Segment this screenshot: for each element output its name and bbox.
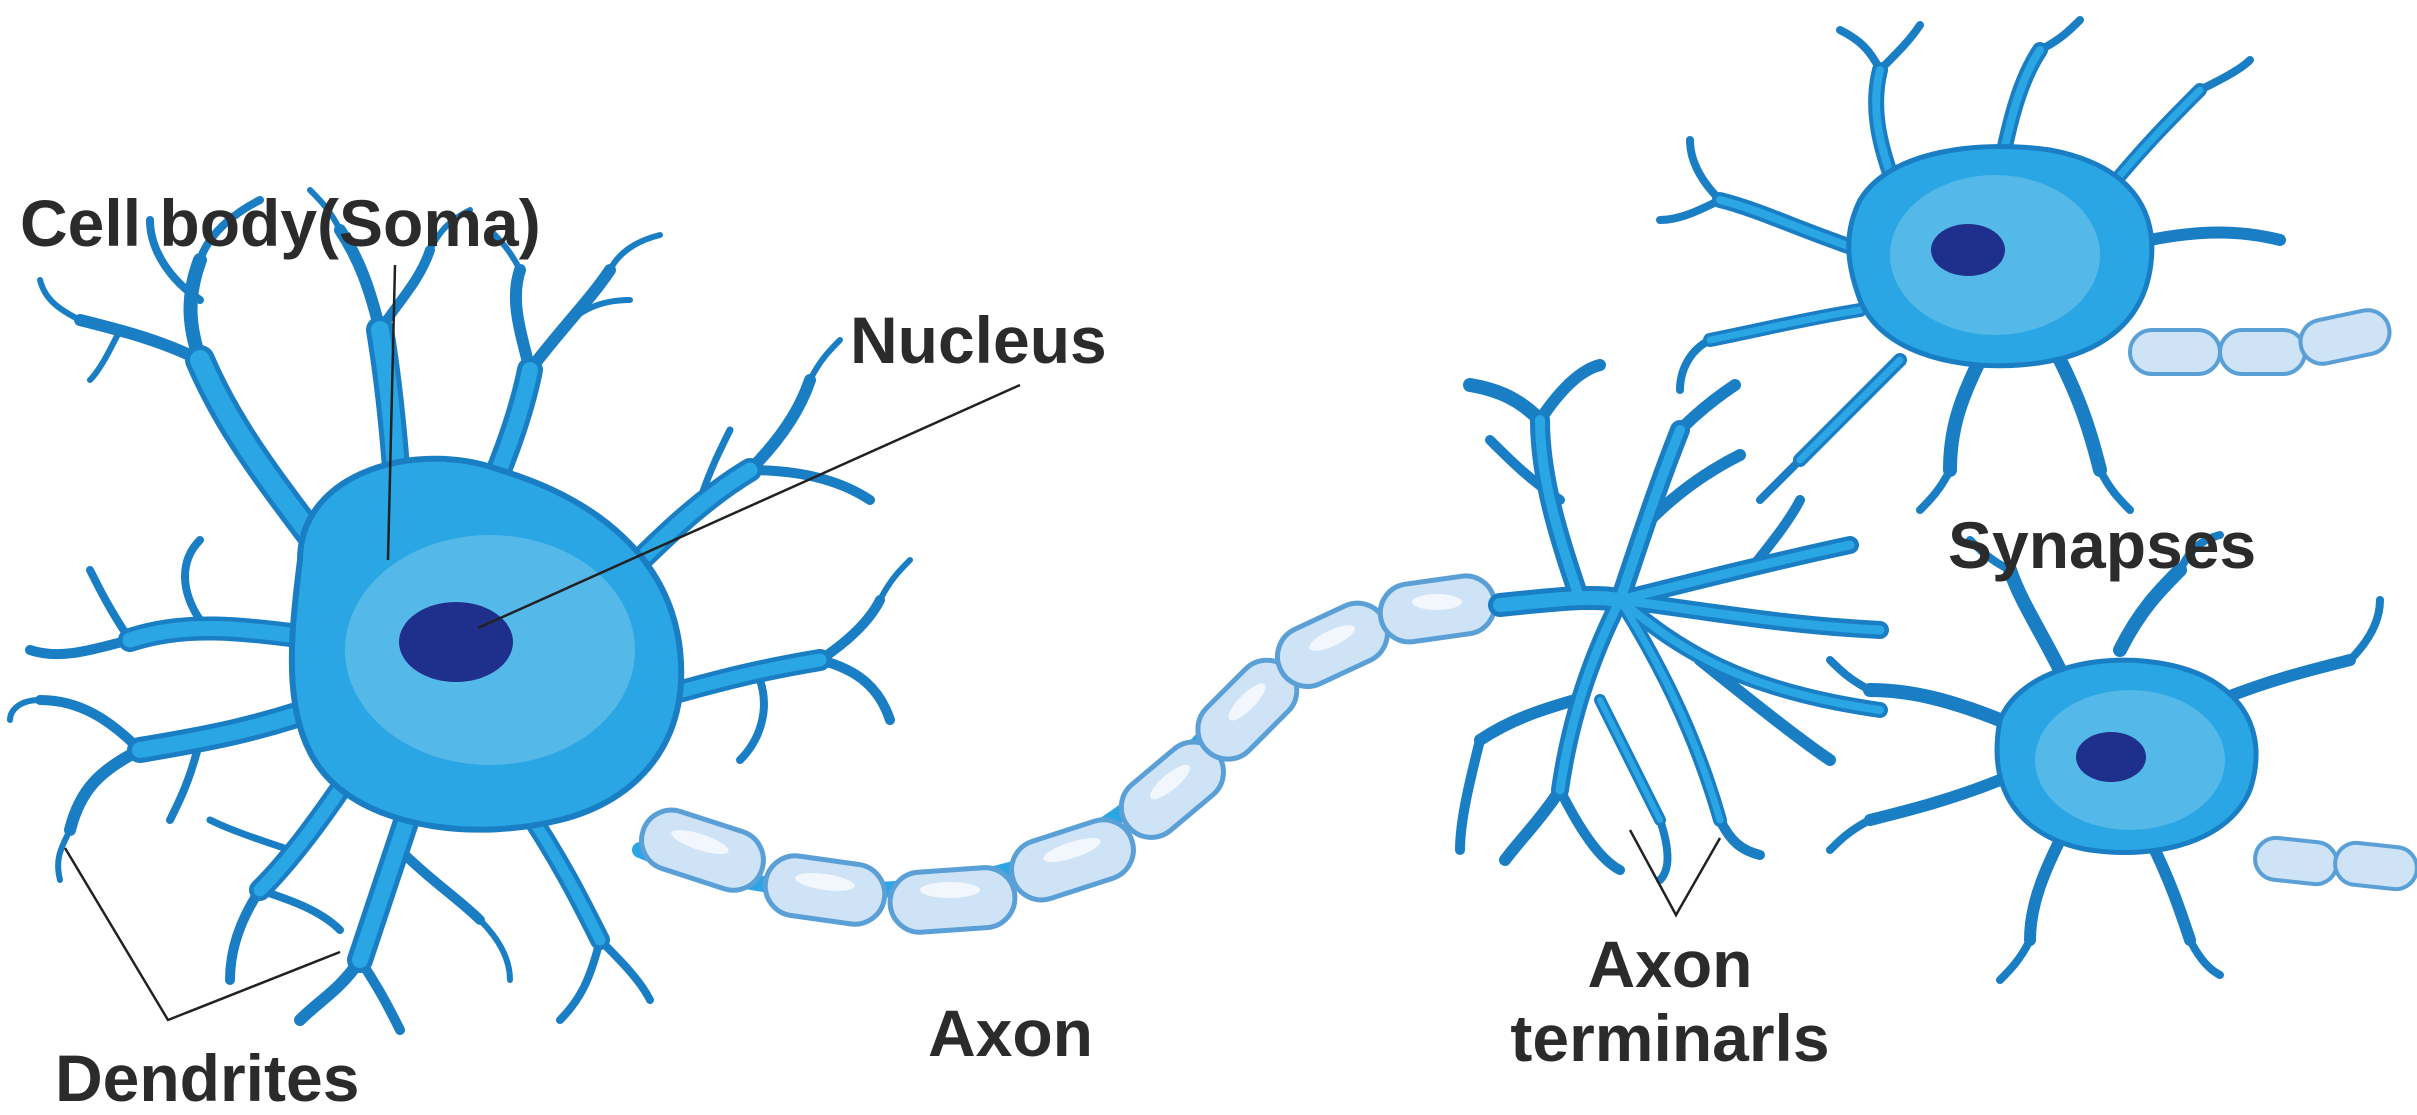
myelin-segment — [2218, 328, 2307, 376]
upper-nucleus — [1931, 224, 2005, 276]
main-nucleus — [399, 602, 513, 682]
lower-axon-myelin — [2253, 835, 2417, 892]
synapses-label: Synapses — [1948, 508, 2257, 582]
upper-axon-myelin — [2128, 308, 2392, 376]
myelin-segment — [2253, 835, 2339, 887]
axon-terminals-label-line1: Axon — [1587, 927, 1753, 1001]
axon-terminals-fill — [1493, 415, 1885, 824]
axon-label: Axon — [928, 996, 1093, 1070]
cell-body-leader — [386, 264, 397, 561]
myelin-sheaths — [639, 573, 1498, 935]
axon-terminals-leader — [1628, 829, 1722, 918]
myelin-segment — [2128, 328, 2222, 376]
myelin-segment — [1009, 817, 1136, 903]
myelin-segment — [887, 865, 1018, 935]
myelin-segment — [2298, 308, 2392, 366]
dendrites-label: Dendrites — [55, 1041, 360, 1115]
cell-body-label: Cell body(Soma) — [20, 186, 541, 260]
upper-target-neuron-fill — [1706, 46, 2204, 464]
myelin-segment — [2333, 840, 2417, 892]
dendrites-leader — [63, 847, 341, 1022]
myelin-highlights — [671, 594, 1462, 898]
lower-nucleus — [2076, 732, 2146, 782]
nucleus-label: Nucleus — [850, 303, 1107, 377]
axon — [632, 573, 1508, 935]
leader-lines — [63, 264, 1722, 1022]
axon-terminals-label: Axon terminarls — [1480, 927, 1860, 1076]
nucleus-leader — [477, 383, 1021, 630]
axon-terminals-label-line2: terminarls — [1510, 1000, 1830, 1075]
